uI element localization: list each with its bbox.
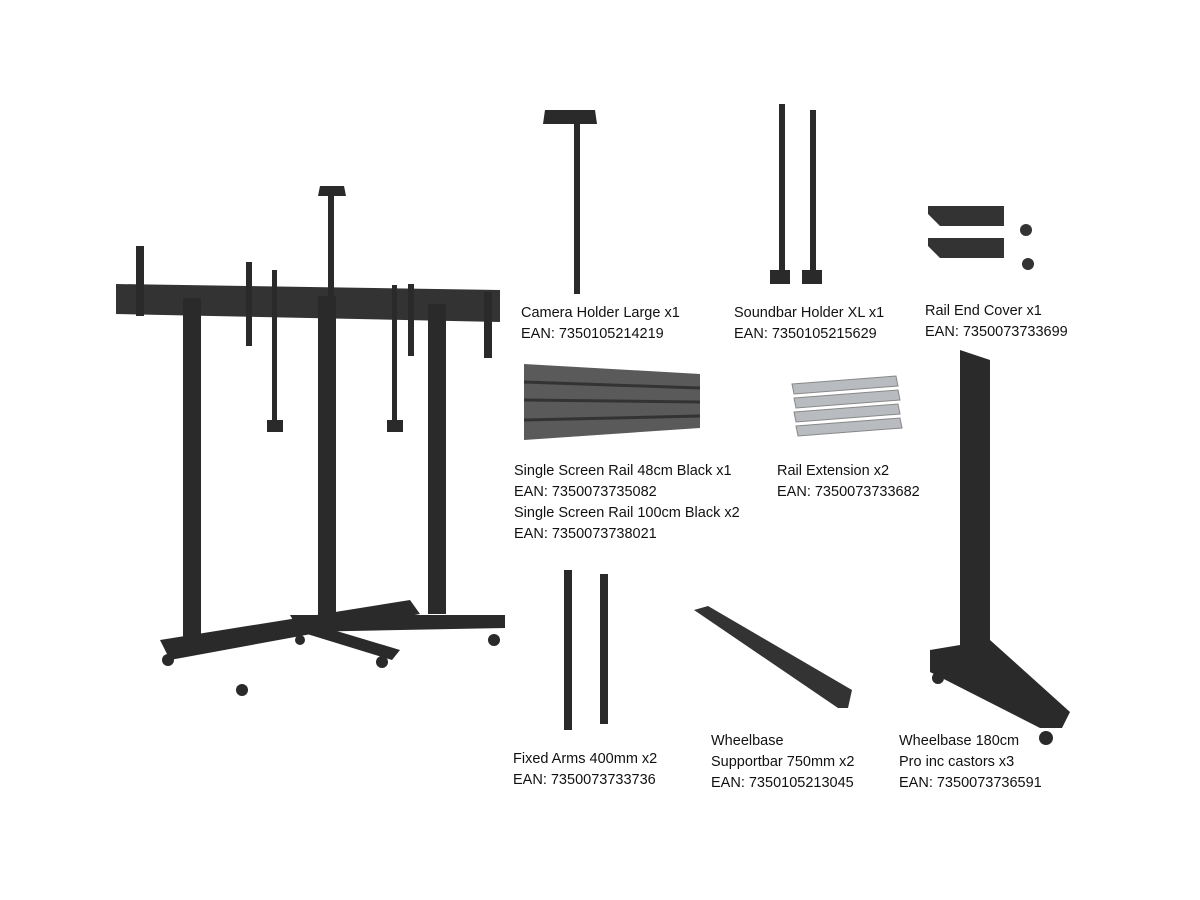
rail-extension-label: Rail Extension x2 EAN: 7350073733682 xyxy=(777,461,920,503)
part-ean: EAN: 7350073736591 xyxy=(899,775,1042,791)
rail-end-cover-label: Rail End Cover x1 EAN: 7350073733699 xyxy=(925,301,1068,343)
wheelbase-image xyxy=(930,350,1070,745)
part-ean: EAN: 7350105213045 xyxy=(711,775,854,791)
part-name-line1: Wheelbase xyxy=(711,733,784,749)
soundbar-holder-image xyxy=(770,104,822,284)
rail-end-cover-image xyxy=(928,206,1034,270)
fixed-arms-image xyxy=(564,570,608,730)
screen-rail-image xyxy=(523,364,701,440)
part-name: Single Screen Rail 100cm Black x2 xyxy=(514,505,740,521)
part-ean: EAN: 7350073733736 xyxy=(513,772,656,788)
rail-100-label: Single Screen Rail 100cm Black x2 EAN: 7… xyxy=(514,503,740,545)
part-ean: EAN: 7350105215629 xyxy=(734,326,877,342)
part-ean: EAN: 7350073733699 xyxy=(925,324,1068,340)
part-name: Camera Holder Large x1 xyxy=(521,305,680,321)
camera-holder-label: Camera Holder Large x1 EAN: 735010521421… xyxy=(521,303,680,345)
part-name: Single Screen Rail 48cm Black x1 xyxy=(514,463,732,479)
part-name: Fixed Arms 400mm x2 xyxy=(513,751,658,767)
part-ean: EAN: 7350073738021 xyxy=(514,526,657,542)
part-name-line2: Supportbar 750mm x2 xyxy=(711,754,855,770)
part-name: Rail End Cover x1 xyxy=(925,303,1042,319)
part-name-line2: Pro inc castors x3 xyxy=(899,754,1015,770)
soundbar-holder-label: Soundbar Holder XL x1 EAN: 7350105215629 xyxy=(734,303,884,345)
part-name-line1: Wheelbase 180cm xyxy=(899,733,1020,749)
part-ean: EAN: 7350105214219 xyxy=(521,326,664,342)
rail-48-label: Single Screen Rail 48cm Black x1 EAN: 73… xyxy=(514,461,732,503)
supportbar-label: Wheelbase Supportbar 750mm x2 EAN: 73501… xyxy=(711,731,854,794)
assembled-stand-image xyxy=(116,186,505,696)
part-ean: EAN: 7350073735082 xyxy=(514,484,657,500)
wheelbase-label: Wheelbase 180cm Pro inc castors x3 EAN: … xyxy=(899,731,1042,794)
rail-extension-image xyxy=(791,375,903,437)
part-ean: EAN: 7350073733682 xyxy=(777,484,920,500)
part-name: Soundbar Holder XL x1 xyxy=(734,305,885,321)
fixed-arms-label: Fixed Arms 400mm x2 EAN: 7350073733736 xyxy=(513,749,657,791)
supportbar-image xyxy=(694,606,852,708)
camera-holder-image xyxy=(543,110,597,294)
part-name: Rail Extension x2 xyxy=(777,463,890,479)
